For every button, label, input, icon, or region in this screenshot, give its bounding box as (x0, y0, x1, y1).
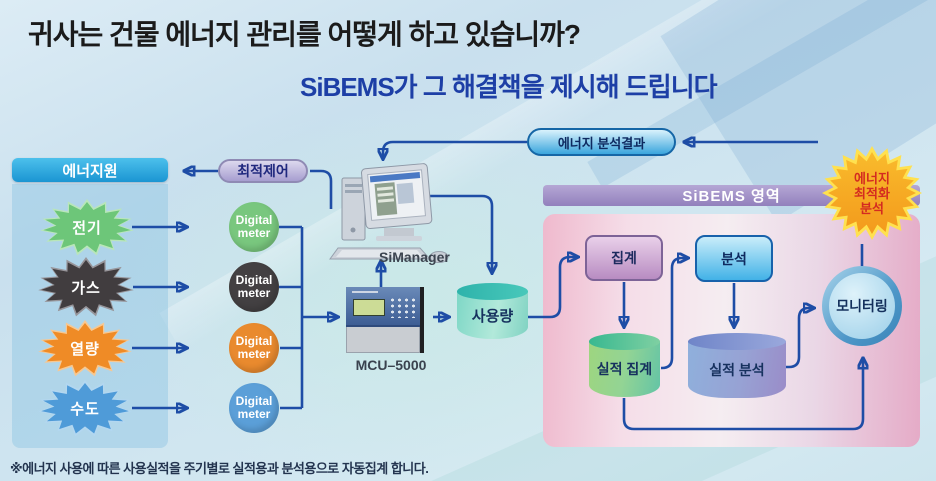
actual-analysis-label: 실적 분석 (709, 361, 765, 378)
usage-db-label: 사용량 (471, 307, 514, 325)
digital-meter-heat: Digital meter (229, 323, 279, 373)
meter-text-line1: Digital (235, 273, 273, 287)
analysis-box: 분석 (695, 235, 773, 282)
meter-text-line1: Digital (235, 394, 273, 408)
actual-aggregate-label: 실적 집계 (596, 361, 653, 377)
footnote-text: ※에너지 사용에 따른 사용실적을 주기별로 실적용과 분석용으로 자동집계 합… (10, 461, 429, 476)
digital-meter-electricity: Digital meter (229, 202, 279, 252)
monitoring-circle: 모니터링 (822, 266, 902, 346)
source-label-electricity: 전기 (72, 220, 102, 237)
simanager-label: SiManager (379, 249, 450, 265)
actual-aggregate-label-area: 실적 집계 (589, 341, 660, 397)
usage-db-label-area: 사용량 (457, 291, 528, 339)
mcu-lcd-screen (353, 299, 385, 316)
mcu-device-image (346, 287, 424, 353)
monitoring-label: 모니터링 (836, 298, 888, 314)
page-title: 귀사는 건물 에너지 관리를 어떻게 하고 있습니까? (28, 19, 581, 50)
analysis-result-box: 에너지 분석결과 (527, 128, 676, 156)
actual-analysis-cylinder: 실적 분석 (688, 333, 786, 398)
actual-aggregate-cylinder: 실적 집계 (589, 333, 660, 397)
meter-text-line2: meter (237, 347, 271, 361)
meter-text-line2: meter (237, 407, 271, 421)
starburst-line2: 최적화 (854, 185, 890, 201)
usage-db-cylinder: 사용량 (457, 283, 528, 339)
aggregate-box: 집계 (585, 235, 663, 281)
monitoring-circle-inner (829, 273, 895, 339)
optimal-control-box: 최적제어 (218, 159, 308, 183)
mcu-keypad (389, 297, 415, 318)
digital-meter-gas: Digital meter (229, 262, 279, 312)
source-label-gas: 가스 (71, 279, 101, 297)
sibems-region-bar: SiBEMS 영역 (543, 185, 920, 206)
energy-source-header: 에너지원 (12, 158, 168, 182)
mcu-front-panel (346, 287, 420, 327)
meter-text-line1: Digital (235, 334, 273, 348)
page-subtitle: SiBEMS가 그 해결책을 제시해 드립니다 (300, 72, 718, 102)
meter-text-line1: Digital (235, 213, 273, 227)
starburst-line3: 분석 (860, 200, 884, 216)
source-label-heat: 열량 (70, 341, 100, 358)
meter-text-line2: meter (237, 286, 271, 300)
cylinder-top (688, 333, 786, 350)
cylinder-top (457, 283, 528, 300)
source-label-water: 수도 (70, 401, 100, 418)
starburst-line1: 에너지 (854, 170, 890, 186)
simanager-computer-image (329, 163, 449, 263)
meter-text-line2: meter (237, 226, 271, 240)
optimization-starburst-text: 에너지 최적화 분석 (854, 171, 890, 216)
cylinder-top (589, 333, 660, 350)
mcu-label: MCU–5000 (355, 357, 427, 373)
actual-analysis-label-area: 실적 분석 (688, 341, 786, 398)
digital-meter-water: Digital meter (229, 383, 279, 433)
